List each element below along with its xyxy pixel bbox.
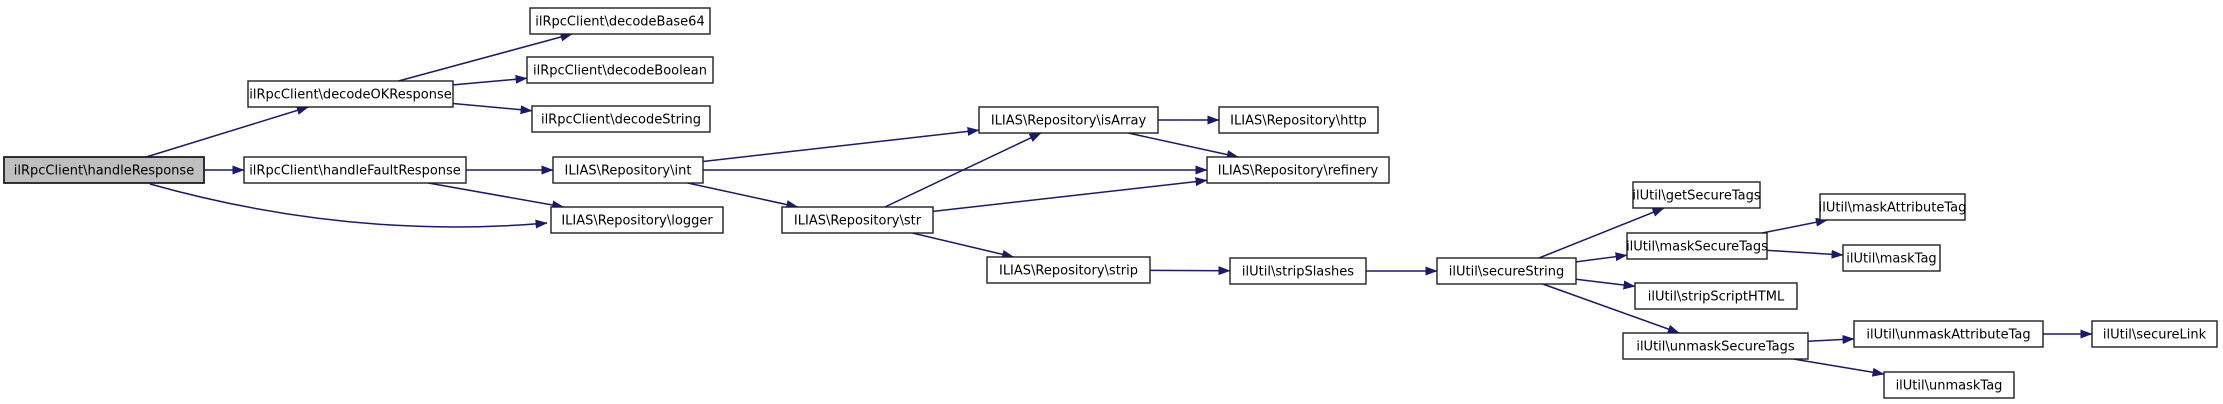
edge-unmask-secure-tags-to-unmask-attribute-tag — [1807, 334, 1855, 344]
node-handle-fault-response[interactable]: ilRpcClient\handleFaultResponse — [243, 156, 467, 184]
node-label: ilUtil\stripSlashes — [1242, 265, 1354, 280]
node-label: ilUtil\unmaskSecureTags — [1636, 340, 1795, 355]
node-label: ilRpcClient\handleFaultResponse — [249, 164, 461, 179]
edge-secure-string-to-get-secure-tags — [1538, 207, 1665, 259]
node-label: ILIAS\Repository\refinery — [1218, 164, 1379, 179]
node-label: ilRpcClient\decodeBase64 — [535, 15, 704, 30]
node-label: ilRpcClient\decodeBoolean — [533, 64, 707, 79]
edge-unmask-secure-tags-to-unmask-tag — [1793, 358, 1885, 377]
node-repo-str[interactable]: ILIAS\Repository\str — [781, 206, 934, 234]
node-strip-slashes[interactable]: ilUtil\stripSlashes — [1229, 257, 1367, 285]
node-label: ilUtil\getSecureTags — [1632, 189, 1760, 204]
node-label: ilUtil\maskAttributeTag — [1819, 201, 1967, 216]
node-label: ilUtil\unmaskTag — [1896, 379, 2003, 394]
node-get-secure-tags[interactable]: ilUtil\getSecureTags — [1632, 181, 1761, 209]
node-strip-script-html[interactable]: ilUtil\stripScriptHTML — [1634, 282, 1798, 310]
edge-repo-int-to-repo-str — [687, 182, 799, 209]
edge-repo-int-to-repo-is-array — [702, 126, 980, 163]
node-label: ILIAS\Repository\str — [794, 214, 922, 229]
edge-secure-string-to-mask-secure-tags — [1575, 252, 1628, 263]
node-decode-string[interactable]: ilRpcClient\decodeString — [531, 105, 711, 133]
node-label: ilUtil\stripScriptHTML — [1648, 290, 1785, 305]
node-label: ILIAS\Repository\strip — [999, 264, 1138, 279]
edge-handle-fault-response-to-repo-logger — [428, 182, 565, 210]
node-label: ilUtil\maskTag — [1846, 252, 1936, 267]
node-label: ILIAS\Repository\logger — [561, 214, 713, 229]
node-secure-link[interactable]: ilUtil\secureLink — [2091, 320, 2218, 348]
node-label: ilUtil\maskSecureTags — [1626, 240, 1768, 255]
node-mask-attribute-tag[interactable]: ilUtil\maskAttributeTag — [1819, 193, 1967, 221]
node-handle-response[interactable]: ilRpcClient\handleResponse — [3, 156, 205, 184]
node-repo-is-array[interactable]: ILIAS\Repository\isArray — [978, 106, 1159, 134]
edge-decode-ok-response-to-decode-boolean — [452, 74, 528, 86]
node-label: ILIAS\Repository\int — [565, 164, 692, 179]
node-repo-strip[interactable]: ILIAS\Repository\strip — [986, 256, 1151, 284]
node-secure-string[interactable]: ilUtil\secureString — [1436, 257, 1577, 285]
node-decode-ok-response[interactable]: ilRpcClient\decodeOKResponse — [247, 80, 454, 108]
node-repo-logger[interactable]: ILIAS\Repository\logger — [550, 206, 724, 234]
edge-secure-string-to-strip-script-html — [1575, 278, 1636, 290]
node-decode-boolean[interactable]: ilRpcClient\decodeBoolean — [526, 56, 714, 84]
edge-repo-is-array-to-repo-refinery — [1128, 132, 1239, 159]
edges-layer — [145, 32, 2093, 377]
edge-secure-string-to-unmask-secure-tags — [1542, 283, 1680, 334]
nodes-layer: ilRpcClient\handleResponse ilRpcClient\de… — [3, 7, 2218, 399]
node-unmask-tag[interactable]: ilUtil\unmaskTag — [1883, 371, 2015, 399]
node-repo-refinery[interactable]: ILIAS\Repository\refinery — [1206, 156, 1390, 184]
edge-handle-response-to-decode-ok-response — [145, 106, 309, 158]
node-mask-secure-tags[interactable]: ilUtil\maskSecureTags — [1626, 232, 1768, 260]
node-label: ilRpcClient\decodeString — [541, 113, 701, 128]
edge-decode-ok-response-to-decode-string — [452, 102, 533, 115]
node-mask-tag[interactable]: ilUtil\maskTag — [1842, 244, 1941, 272]
node-unmask-secure-tags[interactable]: ilUtil\unmaskSecureTags — [1622, 332, 1809, 360]
edge-repo-str-to-repo-strip — [912, 232, 1015, 259]
edge-repo-str-to-repo-refinery — [932, 177, 1208, 213]
node-label: ILIAS\Repository\isArray — [991, 114, 1147, 129]
node-unmask-attribute-tag[interactable]: ilUtil\unmaskAttributeTag — [1853, 320, 2044, 348]
node-label: ILIAS\Repository\http — [1230, 114, 1367, 129]
node-label: ilRpcClient\handleResponse — [14, 164, 194, 179]
node-label: ilUtil\unmaskAttributeTag — [1866, 328, 2030, 343]
edge-handle-response-to-repo-logger — [149, 183, 548, 229]
node-label: ilUtil\secureString — [1449, 265, 1564, 280]
node-label: ilUtil\secureLink — [2103, 328, 2207, 343]
edge-mask-secure-tags-to-mask-attribute-tag — [1762, 217, 1828, 234]
node-repo-int[interactable]: ILIAS\Repository\int — [552, 156, 704, 184]
node-decode-base64[interactable]: ilRpcClient\decodeBase64 — [529, 7, 711, 35]
node-label: ilRpcClient\decodeOKResponse — [249, 88, 451, 103]
edge-repo-str-to-repo-is-array — [884, 132, 1042, 208]
edge-decode-ok-response-to-decode-base64 — [398, 32, 573, 82]
edge-mask-secure-tags-to-mask-tag — [1766, 249, 1844, 259]
node-repo-http[interactable]: ILIAS\Repository\http — [1218, 106, 1379, 134]
